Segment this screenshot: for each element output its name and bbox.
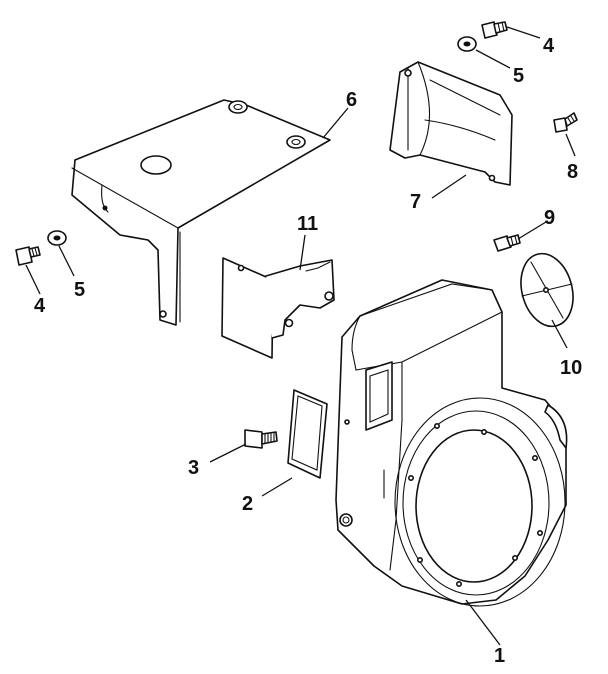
callout-9: 9 xyxy=(544,207,555,229)
part-2-pad xyxy=(287,389,328,479)
part-10-disc-screen xyxy=(520,252,574,328)
callout-5-top: 5 xyxy=(513,65,524,87)
part-4-screw-top xyxy=(481,21,508,39)
leader-10 xyxy=(551,319,568,349)
leader-2 xyxy=(261,477,293,497)
leader-5-top xyxy=(475,49,511,69)
part-3-screw xyxy=(244,429,278,449)
callout-labels: 1 2 3 4 5 6 7 8 9 10 11 4 5 xyxy=(34,35,582,667)
part-8-screw xyxy=(553,112,578,133)
callout-2: 2 xyxy=(242,493,253,515)
callout-11: 11 xyxy=(297,213,318,235)
leader-4-left xyxy=(25,264,41,295)
leader-lines xyxy=(25,26,576,646)
part-9-screw xyxy=(493,234,521,252)
part-6-cover-plate xyxy=(71,99,331,326)
callout-1: 1 xyxy=(494,645,505,667)
part-11-bracket xyxy=(221,257,335,359)
callout-7: 7 xyxy=(410,191,421,213)
leader-9 xyxy=(517,221,547,240)
leader-6 xyxy=(322,107,349,139)
leader-1 xyxy=(465,599,501,646)
leader-7 xyxy=(431,174,467,199)
leader-11 xyxy=(299,234,306,271)
part-1-blower-housing xyxy=(335,279,568,607)
part-7-air-guide xyxy=(389,61,513,186)
part-5-washer-left xyxy=(47,230,67,246)
callout-8: 8 xyxy=(567,161,578,183)
callout-6: 6 xyxy=(346,89,357,111)
callout-4-top: 4 xyxy=(543,35,555,57)
leader-5-left xyxy=(58,245,75,277)
leader-4-top xyxy=(506,26,541,39)
part-4-screw-left xyxy=(15,246,41,266)
part-5-washer-top xyxy=(457,36,477,52)
leader-3 xyxy=(209,443,247,463)
callout-5-left: 5 xyxy=(74,279,85,301)
callout-4-left: 4 xyxy=(34,295,46,317)
callout-3: 3 xyxy=(188,457,199,479)
leader-8 xyxy=(565,133,576,157)
callout-10: 10 xyxy=(560,357,582,379)
